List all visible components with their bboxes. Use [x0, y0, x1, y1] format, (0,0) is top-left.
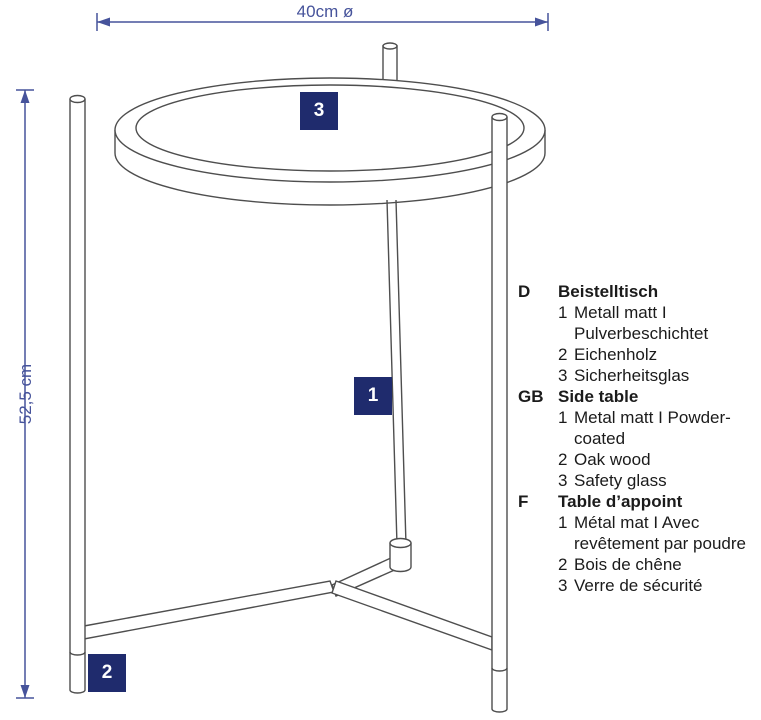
part-badge-glass: 3 [300, 92, 338, 130]
legend-code: GB [518, 387, 544, 406]
center-pole [386, 199, 407, 546]
pole-foot [389, 537, 412, 573]
tray-top [114, 77, 546, 206]
crossbars [83, 556, 493, 651]
legend-item: 2 Eichenholz [558, 345, 658, 364]
legend-code: F [518, 492, 529, 511]
legend-item: 1 Metal matt I Powder-coated [558, 408, 731, 448]
left-dimension-label: 52,5 cm [16, 363, 35, 425]
legend-code: D [518, 282, 531, 301]
legend-item: 1 Metall matt I Pulverbeschichtet [558, 303, 709, 343]
left-dimension-line [16, 89, 34, 699]
top-dimension-line [96, 13, 549, 31]
part-badge-wood: 2 [88, 654, 126, 692]
legend-title: Beistelltisch [558, 282, 659, 301]
legend-item: 2 Oak wood [558, 450, 651, 469]
legend-item: 3 Verre de sécurité [558, 576, 703, 595]
left-leg [69, 94, 86, 694]
legend-item: 3 Sicherheitsglas [558, 366, 690, 385]
legend-section-fr: F Table d’appoint 1 Métal mat I Avec rev… [518, 491, 756, 596]
legend-section-de: D Beistelltisch 1 Metall matt I Pulverbe… [518, 281, 756, 386]
legend-item: 1 Métal mat I Avec revêtement par poudre [558, 513, 746, 553]
legend-item: 2 Bois de chêne [558, 555, 682, 574]
right-leg [491, 112, 508, 713]
legend-title: Side table [558, 387, 639, 406]
legend: D Beistelltisch 1 Metall matt I Pulverbe… [518, 281, 756, 596]
part-badge-metal: 1 [354, 377, 392, 415]
legend-title: Table d’appoint [558, 492, 683, 511]
legend-section-gb: GB Side table 1 Metal matt I Powder-coat… [518, 386, 756, 491]
legend-item: 3 Safety glass [558, 471, 667, 490]
top-dimension-label: 40cm ø [296, 2, 354, 21]
